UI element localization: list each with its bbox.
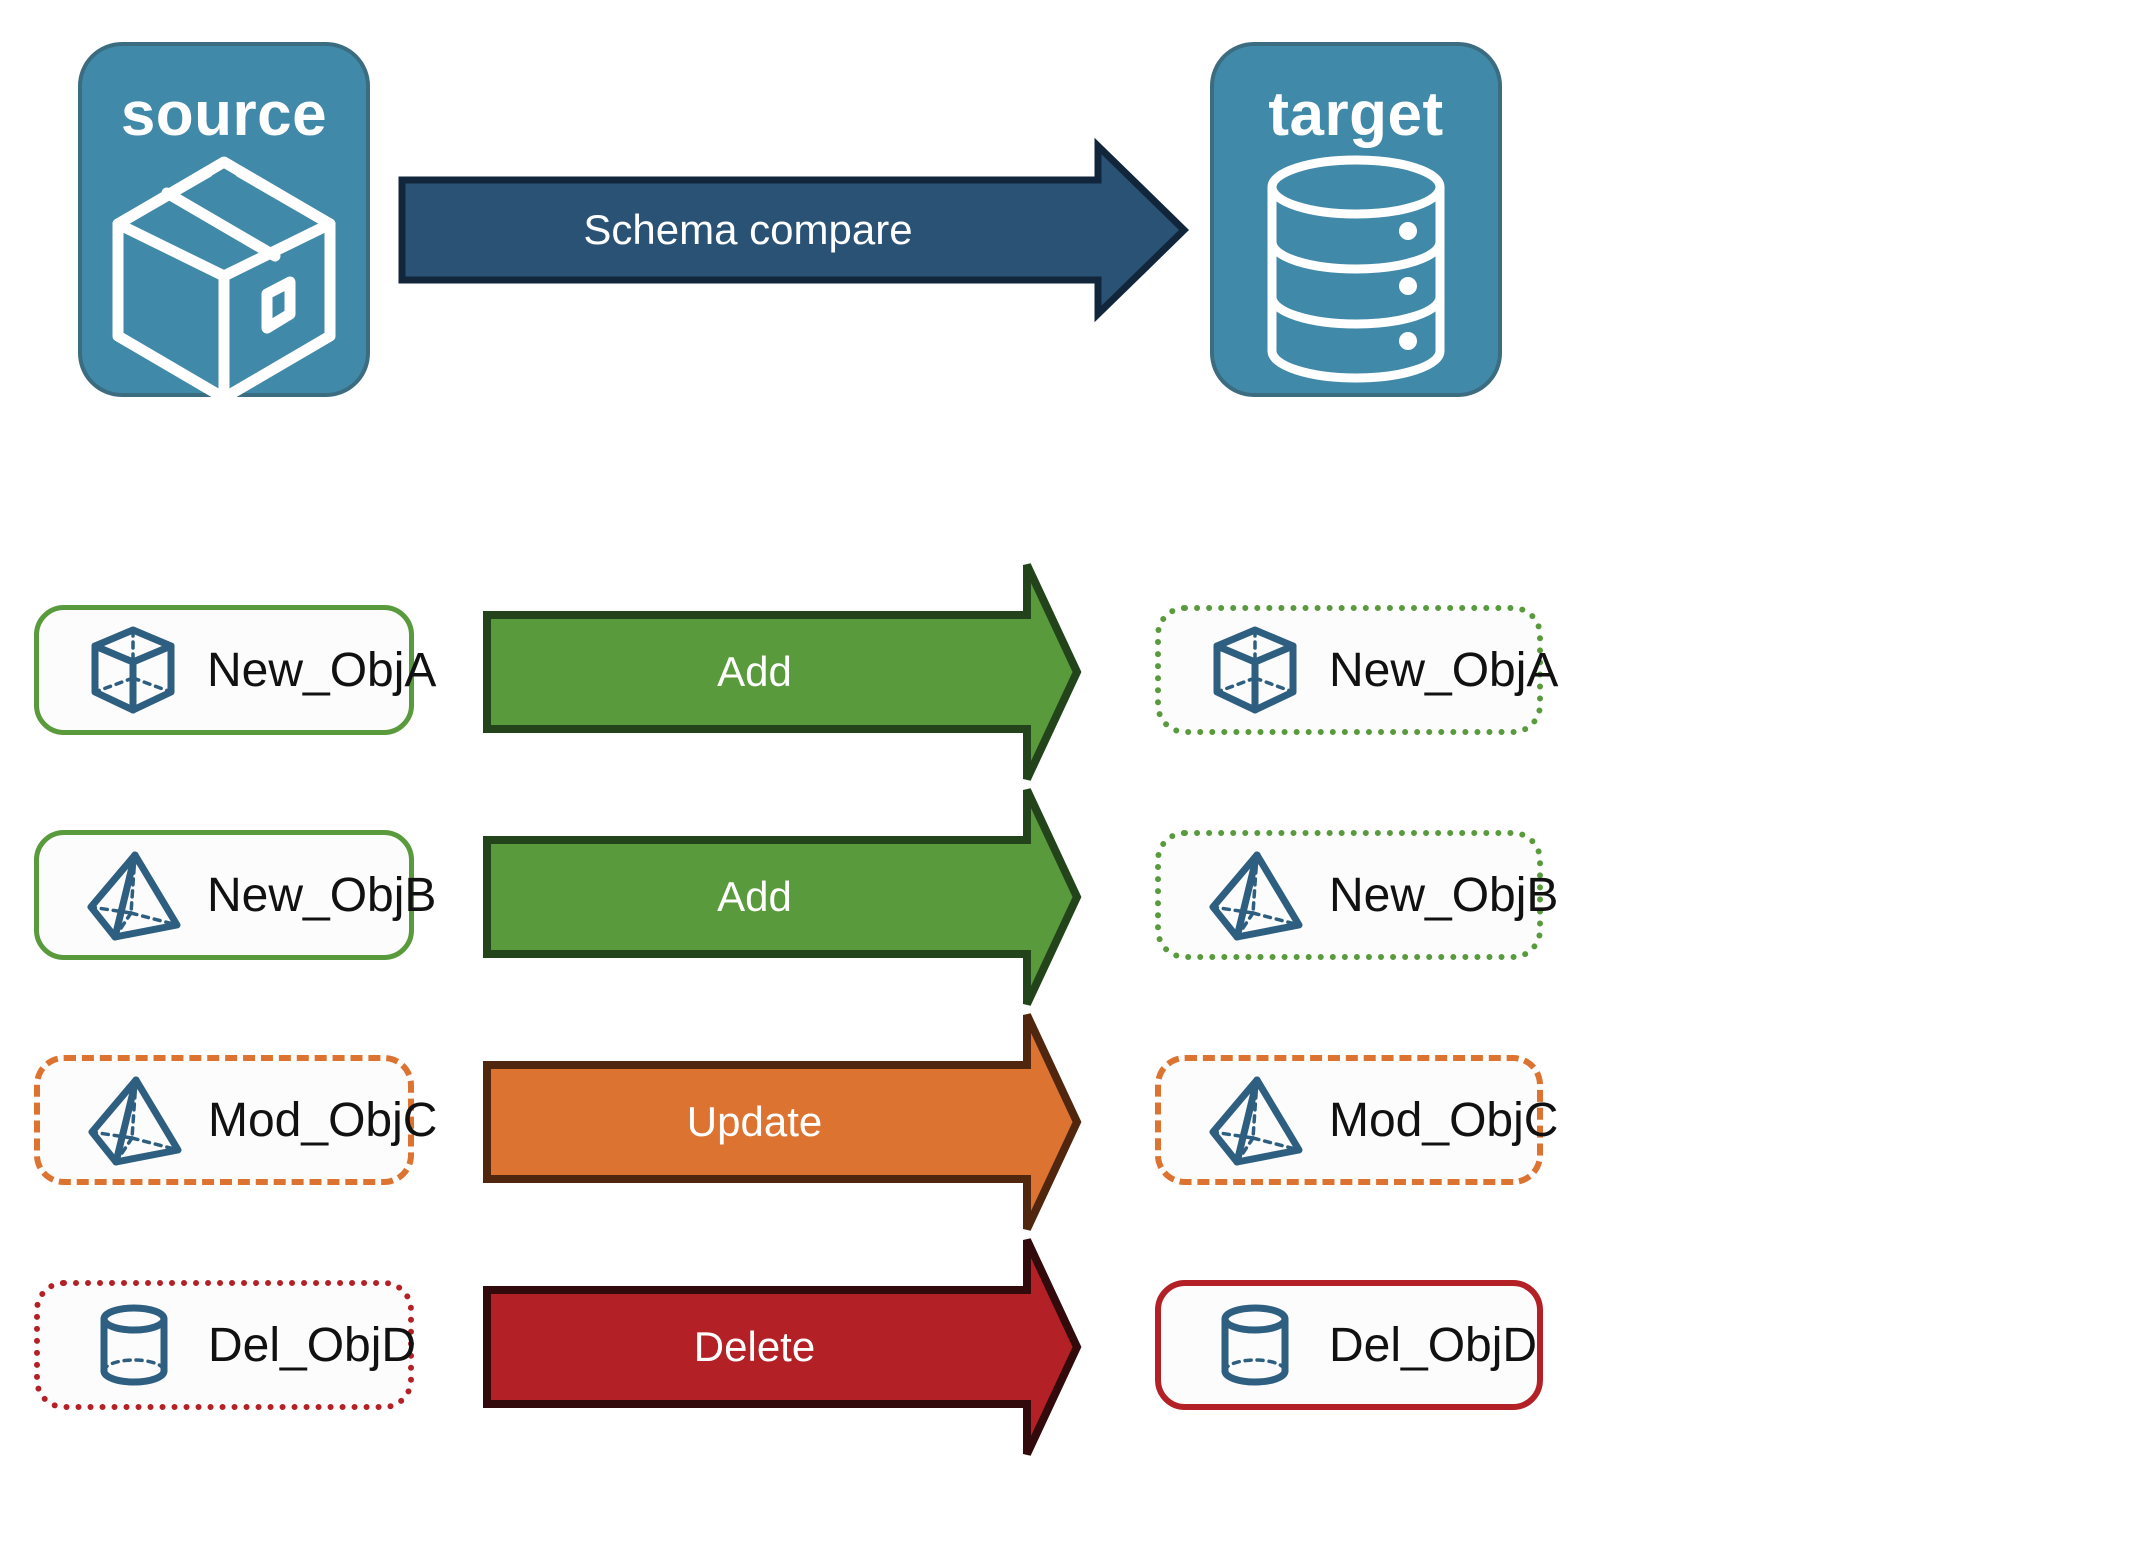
- package-box-icon: [82, 146, 366, 404]
- source-object-card[interactable]: New_ObjA: [34, 605, 436, 735]
- source-object-label: New_ObjB: [207, 868, 437, 922]
- target-object-card[interactable]: New_ObjB: [1155, 830, 1558, 960]
- source-endpoint-card: source: [78, 42, 370, 404]
- source-object-label: New_ObjA: [207, 643, 437, 697]
- target-object-card[interactable]: Del_ObjD: [1155, 1280, 1543, 1410]
- schema-compare-label: Schema compare: [583, 206, 913, 253]
- action-arrow-label: Delete: [693, 1323, 816, 1370]
- source-title: source: [120, 80, 328, 149]
- target-object-label: Del_ObjD: [1329, 1318, 1538, 1372]
- source-object-card[interactable]: New_ObjB: [34, 830, 436, 960]
- target-endpoint-card: target: [1210, 42, 1502, 397]
- schema-compare-arrow-shape: [398, 137, 1190, 323]
- wireframe-pyramid-icon: [86, 1072, 182, 1168]
- database-cylinder-icon: [1214, 146, 1498, 393]
- wireframe-cylinder-icon: [1207, 1297, 1303, 1393]
- action-arrow-label: Add: [717, 648, 792, 695]
- source-object-card[interactable]: Del_ObjD: [34, 1280, 417, 1410]
- source-object-label: Del_ObjD: [208, 1318, 417, 1372]
- wireframe-pyramid-icon: [1207, 1072, 1303, 1168]
- target-object-label: New_ObjB: [1329, 868, 1559, 922]
- action-arrow: Delete: [482, 1235, 1082, 1459]
- schema-compare-arrow: Schema compare: [398, 137, 1190, 323]
- action-arrow: Add: [482, 785, 1082, 1009]
- action-arrow-shape: [483, 1238, 1082, 1456]
- target-object-card[interactable]: Mod_ObjC: [1155, 1055, 1558, 1185]
- action-arrow-label: Add: [717, 873, 792, 920]
- action-arrow-shape: [483, 1013, 1082, 1231]
- wireframe-cube-icon: [1207, 622, 1303, 718]
- wireframe-pyramid-icon: [1207, 847, 1303, 943]
- action-arrow-shape: [483, 563, 1082, 781]
- action-arrow-label: Update: [686, 1098, 823, 1145]
- wireframe-cylinder-icon: [86, 1297, 182, 1393]
- wireframe-cube-icon: [85, 622, 181, 718]
- target-object-label: New_ObjA: [1329, 643, 1559, 697]
- action-arrow-shape: [483, 788, 1082, 1006]
- source-object-card[interactable]: Mod_ObjC: [34, 1055, 437, 1185]
- wireframe-pyramid-icon: [85, 847, 181, 943]
- source-object-label: Mod_ObjC: [208, 1093, 438, 1147]
- target-object-label: Mod_ObjC: [1329, 1093, 1559, 1147]
- target-title: target: [1268, 80, 1444, 149]
- target-object-card[interactable]: New_ObjA: [1155, 605, 1558, 735]
- action-arrow: Update: [482, 1010, 1082, 1234]
- action-arrow: Add: [482, 560, 1082, 784]
